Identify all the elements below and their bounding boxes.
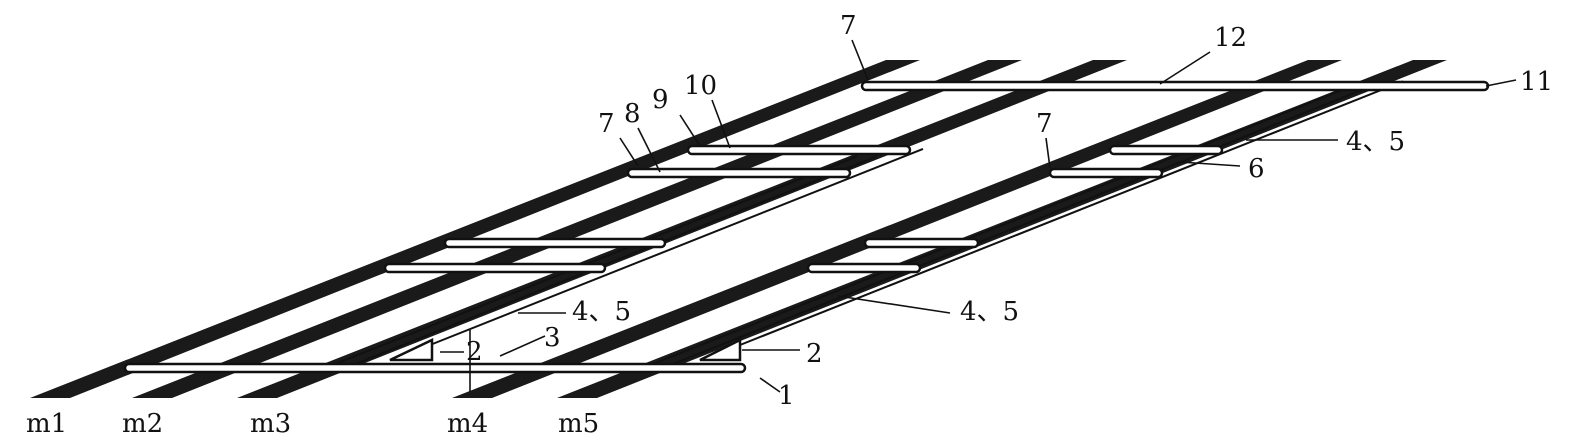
label-10: 10 xyxy=(684,71,717,101)
label-9: 9 xyxy=(652,85,669,115)
roadway-line-1 xyxy=(349,155,878,367)
crosscut-right-upper-a xyxy=(1048,167,1164,179)
leader-line-6 xyxy=(837,295,951,314)
leader-line-9 xyxy=(851,39,869,81)
crosscut-right-upper-b xyxy=(1108,144,1224,156)
label-4-5-right: 4、5 xyxy=(960,297,1019,327)
label-4-5-top: 4、5 xyxy=(1346,127,1405,157)
crosscut-right-lower-b xyxy=(863,237,980,249)
label-1: 1 xyxy=(778,381,795,411)
crosscut-left-lower-a xyxy=(383,262,607,274)
label-7-right: 7 xyxy=(1036,109,1053,139)
coal-seam-2 xyxy=(132,60,1022,398)
leader-line-8 xyxy=(1179,161,1241,167)
upper-haulage-12 xyxy=(860,80,1490,92)
roadways xyxy=(329,80,1404,367)
leader-line-13 xyxy=(711,99,731,149)
label-8: 8 xyxy=(624,99,641,129)
roadway-line-5 xyxy=(739,80,1404,346)
crosscut-right-lower-a xyxy=(806,262,922,274)
leader-line-15 xyxy=(1159,51,1211,85)
leader-lines xyxy=(440,39,1517,393)
seam-label-m5: m5 xyxy=(558,409,599,439)
coal-seam-1 xyxy=(30,60,920,398)
label-11: 11 xyxy=(1520,67,1553,97)
roadway-line-2 xyxy=(647,87,1346,367)
crosscut-left-upper-a xyxy=(626,167,852,179)
seam-label-m2: m2 xyxy=(122,409,163,439)
seam-label-m3: m3 xyxy=(250,409,291,439)
label-7-top: 7 xyxy=(840,11,857,41)
crosscuts xyxy=(123,80,1490,374)
label-2-left: 2 xyxy=(466,337,483,367)
coal-seam-4 xyxy=(452,60,1342,398)
crosscut-left-upper-b xyxy=(686,144,912,156)
leader-line-12 xyxy=(679,114,701,147)
leader-line-0 xyxy=(759,377,781,393)
main-haulage-1 xyxy=(123,362,747,374)
label-4-5-left: 4、5 xyxy=(572,297,631,327)
seam-label-m4: m4 xyxy=(447,409,488,439)
crosscut-left-lower-b xyxy=(443,237,667,249)
leader-line-3 xyxy=(499,335,546,357)
ramp-2-left xyxy=(389,338,434,362)
label-7-left: 7 xyxy=(598,109,615,139)
roadway-line-4 xyxy=(429,148,924,346)
leader-line-14 xyxy=(1045,137,1051,169)
leader-line-16 xyxy=(1485,79,1517,87)
label-12: 12 xyxy=(1214,23,1247,53)
seam-label-m1: m1 xyxy=(26,409,67,439)
label-6: 6 xyxy=(1248,154,1265,184)
leader-line-10 xyxy=(619,137,639,167)
label-2-right: 2 xyxy=(806,339,823,369)
roadway-line-3 xyxy=(667,87,1366,367)
label-3: 3 xyxy=(544,323,561,353)
roadway-line-0 xyxy=(329,155,858,367)
leader-line-11 xyxy=(637,127,661,173)
ramp-2-right xyxy=(699,337,742,362)
